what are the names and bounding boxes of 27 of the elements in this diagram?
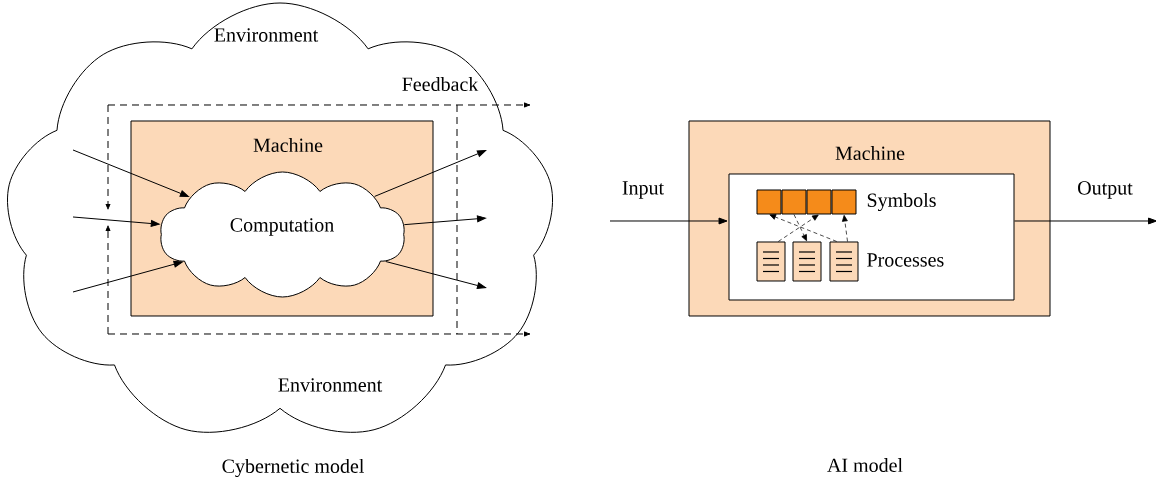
square <box>806 189 832 215</box>
square <box>756 189 782 215</box>
cloud: Computation <box>160 171 405 298</box>
arrow <box>403 215 486 226</box>
dashed-arrow <box>777 214 819 242</box>
label: Processes <box>867 253 944 267</box>
square <box>831 189 857 215</box>
arrow <box>72 260 183 293</box>
caption: Cybernetic model <box>222 458 364 478</box>
dashed-arrow <box>842 215 848 242</box>
arrow <box>385 261 487 289</box>
label: Symbols <box>867 192 936 212</box>
edge-label: Output <box>1078 181 1133 199</box>
document-icon <box>756 241 786 282</box>
edge-label: Input <box>622 181 664 199</box>
caption: AI model <box>827 457 903 472</box>
square <box>781 189 807 215</box>
arrow <box>72 149 189 198</box>
document-icon <box>792 241 822 282</box>
dashed-arrow <box>793 214 807 242</box>
document-icon <box>829 241 859 282</box>
arrow <box>72 216 160 227</box>
arrow <box>609 217 728 225</box>
dashed-arrow <box>769 214 838 242</box>
label: Feedback <box>402 76 479 92</box>
arrow <box>374 150 487 197</box>
arrow <box>1014 217 1156 225</box>
